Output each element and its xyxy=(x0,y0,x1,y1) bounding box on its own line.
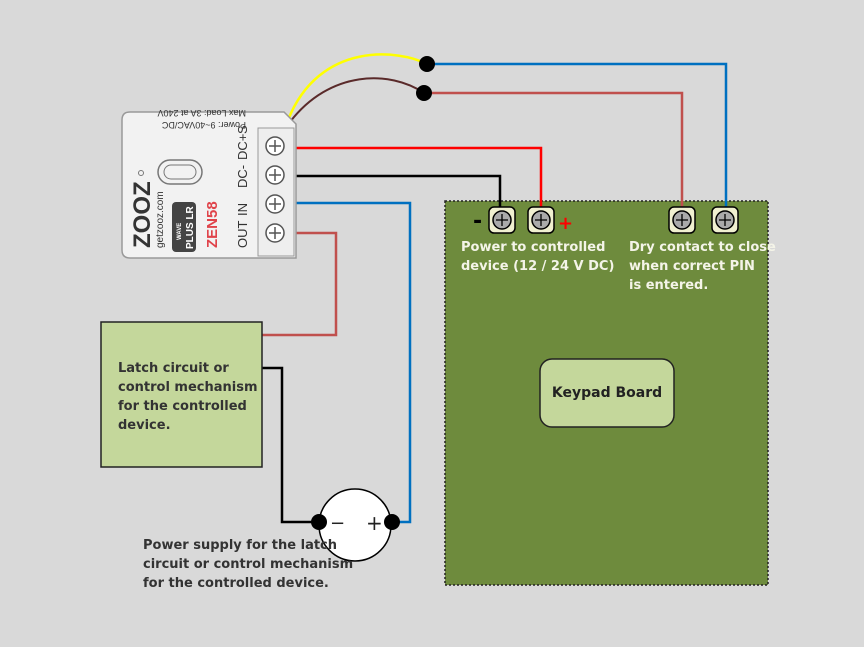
device-button xyxy=(157,159,203,185)
power-supply-minus-sign: − xyxy=(330,513,345,534)
zen58-device: ZOOZ getzooz.com WAVE PLUS LR ZEN58 OUT … xyxy=(121,108,297,259)
latch-circuit-label: Latch circuit or control mechanism for t… xyxy=(118,361,262,433)
device-max-load: Max Load: 3A at 240V xyxy=(157,108,246,118)
terminal-label-dcminus: DC- xyxy=(235,165,250,188)
board-plus-sign: + xyxy=(558,213,573,234)
power-supply-caption: Power supply for the latch circuit or co… xyxy=(143,538,358,591)
board-minus-sign: - xyxy=(473,209,482,234)
terminal-label-in: IN xyxy=(235,203,250,216)
device-badge-top: WAVE xyxy=(177,223,183,240)
device-power-rating: Power: 9~40VAC/DC xyxy=(161,120,246,130)
device-badge: PLUS LR xyxy=(185,205,196,249)
wire-blue-in xyxy=(292,201,412,524)
dry-contact-label: Dry contact to close when correct PIN is… xyxy=(629,240,780,293)
wire-brownred-s xyxy=(424,91,684,212)
wire-black-latch xyxy=(262,366,318,524)
latch-circuit-box xyxy=(100,321,263,468)
power-to-device-label: Power to controlled device (12 / 24 V DC… xyxy=(461,240,614,274)
power-supply-plus-sign: + xyxy=(366,511,383,535)
wire-brownred-out xyxy=(262,231,338,337)
junction-dot-red xyxy=(416,85,432,101)
wire-yellow xyxy=(286,53,428,121)
wire-blue-s xyxy=(427,62,728,212)
keypad-board-label: Keypad Board xyxy=(552,385,662,401)
board-terminals xyxy=(488,206,739,234)
terminal-label-dcplus: DC+ xyxy=(235,134,250,160)
wire-brown xyxy=(289,77,425,123)
device-brand: ZOOZ xyxy=(129,181,156,248)
junction-dot-blue xyxy=(419,56,435,72)
terminal-screws xyxy=(265,136,285,243)
wire-red-dcplus xyxy=(292,146,543,212)
power-supply-plus-terminal xyxy=(384,514,400,530)
terminal-label-out: OUT xyxy=(235,221,250,249)
keypad-board xyxy=(539,358,675,428)
device-website: getzooz.com xyxy=(155,191,166,248)
power-supply-minus-terminal xyxy=(311,514,327,530)
device-model: ZEN58 xyxy=(204,201,221,248)
wire-black-dcminus xyxy=(292,174,502,212)
terminal-label-s: S xyxy=(235,125,250,134)
